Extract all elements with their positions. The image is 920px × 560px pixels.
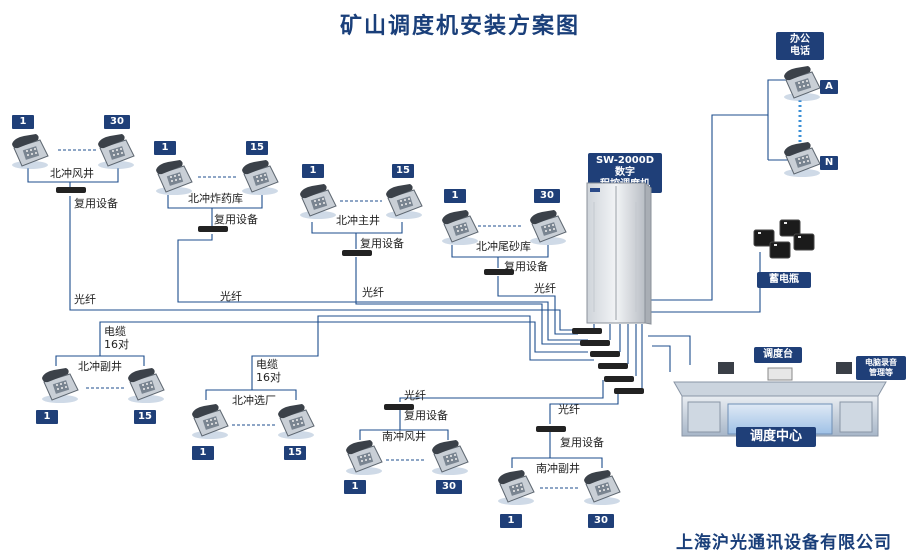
telephone-icon [40,368,80,404]
switch-cabinet-icon [586,182,652,325]
cable-pairs-label: 16对 [256,371,281,384]
telephone-icon [126,368,166,404]
telephone-icon [190,404,230,440]
multiplexer-icon [572,328,602,334]
office-phone-n-badge: N [820,156,838,170]
telephone-icon [582,470,622,506]
telephone-icon [96,134,136,170]
phone-number-badge: 1 [500,514,522,528]
recorder-label: 电脑录音 管理等 [856,356,906,380]
fiber-label: 光纤 [74,293,96,306]
multiplexer-icon [342,250,372,256]
multiplexer-icon [384,404,414,410]
phone-number-badge: 1 [344,480,366,494]
console-label: 调度台 [754,347,802,363]
multiplexer-icon [484,269,514,275]
company-name: 上海沪光通讯设备有限公司 [676,533,892,553]
telephone-icon [782,66,822,102]
station-label: 北冲炸药库 [188,192,243,205]
fiber-label: 光纤 [558,403,580,416]
station-label: 南冲副井 [536,462,580,475]
phone-number-badge: 15 [392,164,414,178]
mux-label: 复用设备 [404,409,448,422]
mux-label: 复用设备 [504,260,548,273]
diagram-title: 矿山调度机安装方案图 [339,14,580,39]
telephone-icon [240,160,280,196]
telephone-icon [10,134,50,170]
telephone-icon [344,440,384,476]
multiplexer-icon [580,340,610,346]
phone-number-badge: 1 [192,446,214,460]
fiber-label: 光纤 [404,389,426,402]
multiplexer-icon [56,187,86,193]
phone-number-badge: 1 [444,189,466,203]
fiber-label: 光纤 [534,282,556,295]
mux-label: 复用设备 [74,197,118,210]
telephone-icon [440,210,480,246]
battery-icon [753,219,815,259]
telephone-icon [154,160,194,196]
mux-label: 复用设备 [360,237,404,250]
recorder-label-line1: 电脑录音 [865,358,897,367]
phone-number-badge: 15 [134,410,156,424]
phone-number-badge: 30 [104,115,130,129]
phone-number-badge: 30 [534,189,560,203]
telephone-icon [496,470,536,506]
station-label: 北冲尾砂库 [476,240,531,253]
station-label: 北冲选厂 [232,394,276,407]
multiplexer-icon [536,426,566,432]
office-phone-a-badge: A [820,80,838,94]
multiplexer-icon [598,363,628,369]
cable-pairs-label: 16对 [104,338,129,351]
station-label: 北冲风井 [50,167,94,180]
phone-number-badge: 1 [302,164,324,178]
telephone-icon [276,404,316,440]
recorder-label-line2: 管理等 [869,368,893,377]
office-label-line2: 电话 [790,46,810,57]
dispatch-center-label: 调度中心 [736,427,816,447]
cable-label: 电缆 [104,325,126,338]
multiplexer-icon [614,388,644,394]
telephone-icon [298,184,338,220]
telephone-icon [384,184,424,220]
office-label-line1: 办公 [790,34,810,45]
fiber-label: 光纤 [362,286,384,299]
telephone-icon [430,440,470,476]
office-phone-label: 办公 电话 [776,32,824,60]
telephone-icon [782,142,822,178]
multiplexer-icon [590,351,620,357]
phone-number-badge: 1 [154,141,176,155]
phone-number-badge: 15 [246,141,268,155]
phone-number-badge: 1 [36,410,58,424]
station-label: 北冲副井 [78,360,122,373]
phone-number-badge: 15 [284,446,306,460]
station-label: 南冲风井 [382,430,426,443]
multiplexer-icon [198,226,228,232]
telephone-icon [528,210,568,246]
battery-label: 蓄电瓶 [757,272,811,288]
phone-number-badge: 1 [12,115,34,129]
multiplexer-icon [604,376,634,382]
fiber-label: 光纤 [220,290,242,303]
cable-label: 电缆 [256,358,278,371]
mux-label: 复用设备 [560,436,604,449]
phone-number-badge: 30 [436,480,462,494]
switch-model-label: SW-2000D数字 [595,155,655,178]
mux-label: 复用设备 [214,213,258,226]
station-label: 北冲主井 [336,214,380,227]
phone-number-badge: 30 [588,514,614,528]
